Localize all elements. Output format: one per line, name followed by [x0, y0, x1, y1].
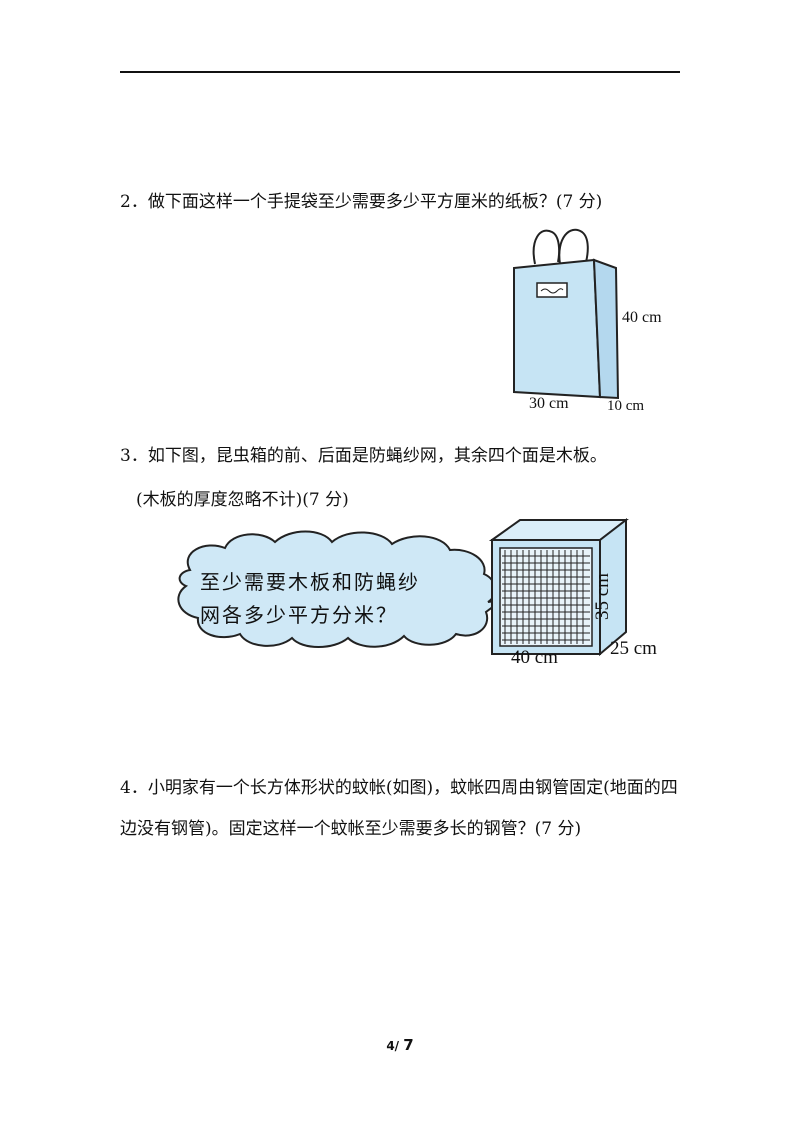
bag-length-label: 30 cm — [529, 395, 569, 412]
bag-side — [592, 258, 620, 400]
bag-handle-left — [532, 229, 561, 265]
shopping-bag-figure — [513, 228, 620, 400]
question-2: 2．做下面这样一个手提袋至少需要多少平方厘米的纸板？(7 分) — [120, 192, 603, 212]
bubble-line-2: 网各多少平方分米？ — [200, 603, 398, 627]
bag-handle-right — [558, 228, 589, 265]
speech-bubble-text: 至少需要木板和防蝇纱 网各多少平方分米？ — [200, 566, 480, 632]
question-3-line-1: 3．如下图，昆虫箱的前、后面是防蝇纱网，其余四个面是木板。 — [120, 446, 607, 466]
page-total: 7 — [403, 1036, 414, 1054]
insect-box-figure — [488, 517, 629, 657]
bag-width-label: 10 cm — [607, 398, 645, 414]
speech-bubble — [177, 530, 503, 648]
bag-label — [536, 282, 568, 298]
bag-height-label: 40 cm — [622, 309, 662, 326]
box-width-label: 25 cm — [610, 638, 657, 659]
page-number: 4/ 7 — [0, 1036, 800, 1054]
question-3-line-2: (木板的厚度忽略不计)(7 分) — [136, 490, 349, 510]
page-current: 4/ — [386, 1039, 400, 1053]
header-rule — [120, 71, 680, 73]
box-length-label: 40 cm — [511, 647, 558, 668]
bag-front — [513, 258, 602, 399]
question-4: 4．小明家有一个长方体形状的蚊帐(如图)，蚊帐四周由钢管固定(地面的四边没有钢管… — [120, 778, 678, 839]
bubble-line-1: 至少需要木板和防蝇纱 — [200, 570, 420, 594]
mesh-grid — [502, 550, 590, 644]
box-height-label: 35 cm — [592, 573, 613, 620]
